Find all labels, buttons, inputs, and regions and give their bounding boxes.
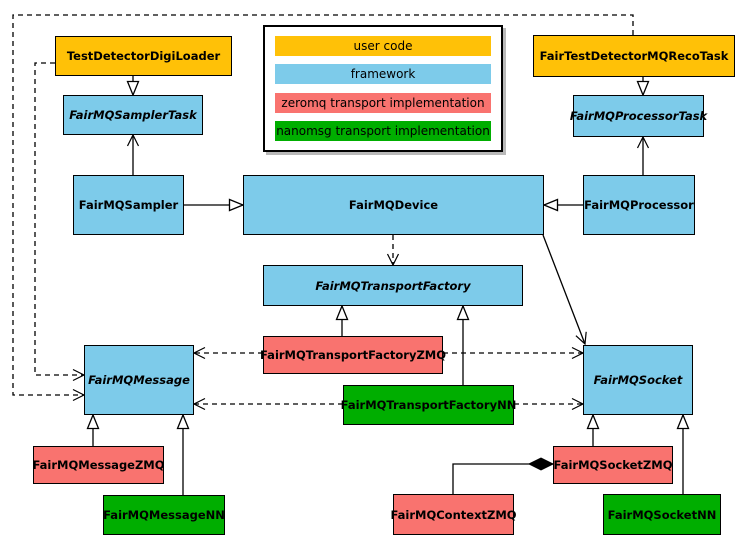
node-fairmq-socket: FairMQSocket bbox=[583, 345, 693, 415]
node-fairmq-transport-factory-nn: FairMQTransportFactoryNN bbox=[341, 385, 516, 425]
edge-contextzmq-composed-in-socketzmq bbox=[452, 464, 553, 495]
legend-item-user-code: user code bbox=[275, 36, 491, 56]
node-fairmq-sampler-task: FairMQSamplerTask bbox=[63, 95, 203, 135]
node-fairmq-sampler: FairMQSampler bbox=[73, 175, 184, 235]
legend: user code framework zeromq transport imp… bbox=[263, 25, 503, 152]
legend-item-nanomsg: nanomsg transport implementation bbox=[275, 120, 491, 141]
node-fairmq-message-zmq: FairMQMessageZMQ bbox=[32, 446, 165, 484]
legend-item-zeromq: zeromq transport implementation bbox=[275, 92, 491, 113]
node-fair-test-detector-mq-reco-task: FairTestDetectorMQRecoTask bbox=[533, 35, 735, 77]
node-fairmq-transport-factory-zmq: FairMQTransportFactoryZMQ bbox=[260, 336, 446, 374]
node-fairmq-message-nn: FairMQMessageNN bbox=[103, 495, 225, 535]
node-fairmq-socket-zmq: FairMQSocketZMQ bbox=[553, 446, 673, 484]
node-fairmq-device: FairMQDevice bbox=[243, 175, 544, 235]
edge-device-uses-socket bbox=[542, 234, 587, 346]
node-fairmq-message: FairMQMessage bbox=[84, 345, 194, 415]
node-fairmq-transport-factory: FairMQTransportFactory bbox=[263, 265, 523, 306]
node-fairmq-processor: FairMQProcessor bbox=[583, 175, 695, 235]
node-fairmq-context-zmq: FairMQContextZMQ bbox=[390, 494, 517, 535]
node-fairmq-processor-task: FairMQProcessorTask bbox=[570, 95, 707, 137]
node-test-detector-digi-loader: TestDetectorDigiLoader bbox=[55, 36, 232, 76]
legend-item-framework: framework bbox=[275, 64, 491, 85]
node-fairmq-socket-nn: FairMQSocketNN bbox=[603, 494, 721, 535]
